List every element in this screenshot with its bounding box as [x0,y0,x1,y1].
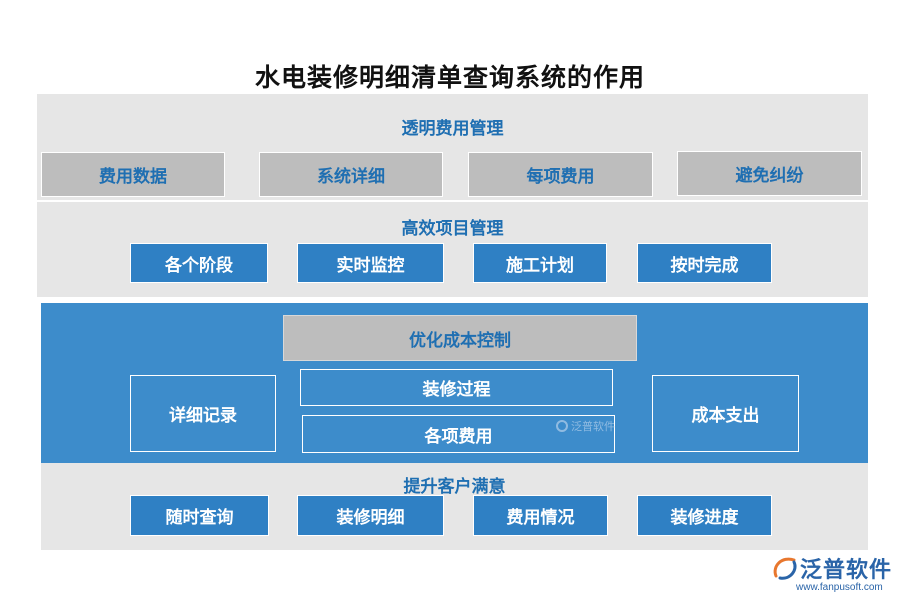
section-heading: 高效项目管理 [401,219,504,239]
box-renovation-detail: 装修明细 [297,495,444,536]
logo-name: 泛普软件 [800,558,893,583]
watermark-text: 泛普软件 [571,420,615,433]
box-each-stage: 各个阶段 [130,243,268,283]
box-cost-heading: 优化成本控制 [283,315,637,361]
box-cost-expenditure: 成本支出 [652,375,799,452]
box-various-costs: 各项费用 [302,415,615,453]
box-renovation-process: 装修过程 [300,369,613,406]
section-heading: 提升客户满意 [403,477,506,497]
watermark: 泛普软件 [556,418,615,434]
box-each-cost: 每项费用 [468,152,653,197]
box-detailed-record: 详细记录 [130,375,276,452]
section-cost-control: 优化成本控制 详细记录 装修过程 各项费用 成本支出 [41,303,868,463]
watermark-icon [556,420,568,432]
section-efficient-project: 高效项目管理 各个阶段 实时监控 施工计划 按时完成 [37,202,868,297]
box-cost-status: 费用情况 [473,495,608,536]
box-construction-plan: 施工计划 [473,243,607,283]
page-title: 水电装修明细清单查询系统的作用 [254,63,645,92]
logo-url: www.fanpusoft.com [796,582,883,593]
section-customer-satisfaction: 提升客户满意 随时查询 装修明细 费用情况 装修进度 [41,463,868,550]
box-avoid-dispute: 避免纠纷 [677,151,862,196]
box-cost-data: 费用数据 [41,152,225,197]
box-renovation-progress: 装修进度 [637,495,772,536]
box-realtime-monitor: 实时监控 [297,243,444,283]
section-transparent-cost: 透明费用管理 费用数据 系统详细 每项费用 避免纠纷 [37,94,868,200]
box-on-time: 按时完成 [637,243,772,283]
section-heading: 透明费用管理 [401,119,504,139]
logo-icon [773,557,797,580]
brand-logo: 泛普软件 www.fanpusoft.com [770,552,894,596]
box-system-detail: 系统详细 [259,152,443,197]
box-query-anytime: 随时查询 [130,495,269,536]
